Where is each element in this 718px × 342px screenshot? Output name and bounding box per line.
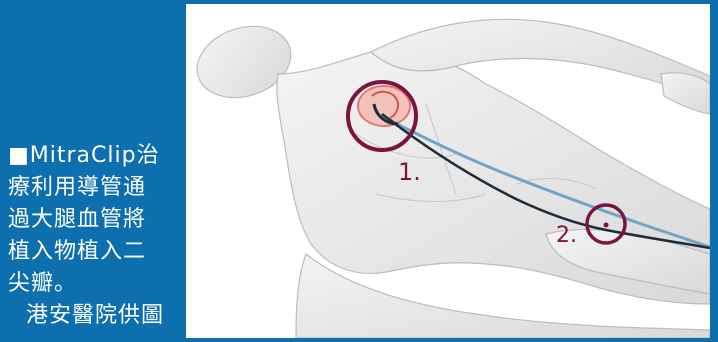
photo-credit: 港安醫院供圖	[8, 300, 180, 332]
caption-panel: ■MitraClip治 療利用導管通 過大腿血管將 植入物植入二 尖瓣。 港安醫…	[0, 0, 186, 342]
medical-illustration: 1. 2.	[186, 4, 710, 338]
caption-line-5: 尖瓣。	[8, 268, 180, 300]
photo-caption: ■MitraClip治 療利用導管通 過大腿血管將 植入物植入二 尖瓣。 港安醫…	[8, 140, 180, 332]
caption-line-2: 療利用導管通	[8, 172, 180, 204]
marker-label-2: 2.	[556, 223, 577, 248]
marker-label-1: 1.	[398, 158, 421, 186]
caption-line-3: 過大腿血管將	[8, 204, 180, 236]
body-diagram: 1. 2.	[186, 4, 710, 338]
caption-line-4: 植入物植入二	[8, 236, 180, 268]
caption-line-1: ■MitraClip治	[8, 140, 180, 172]
puncture-point	[604, 223, 609, 228]
